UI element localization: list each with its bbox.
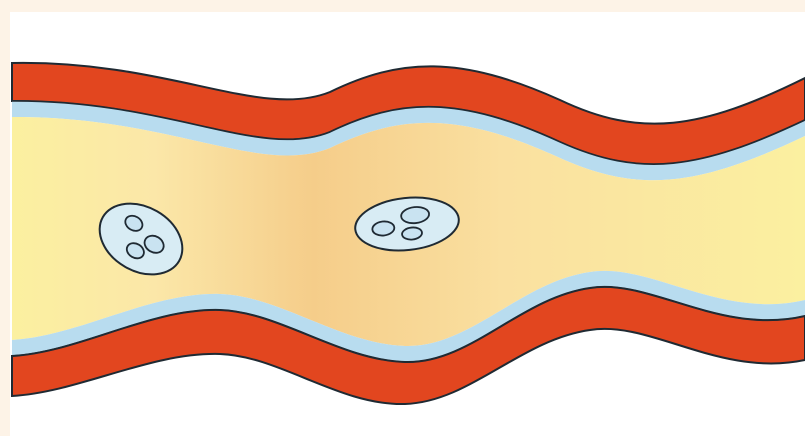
figure-frame	[0, 0, 805, 436]
blood-vessel-icon	[0, 0, 805, 436]
